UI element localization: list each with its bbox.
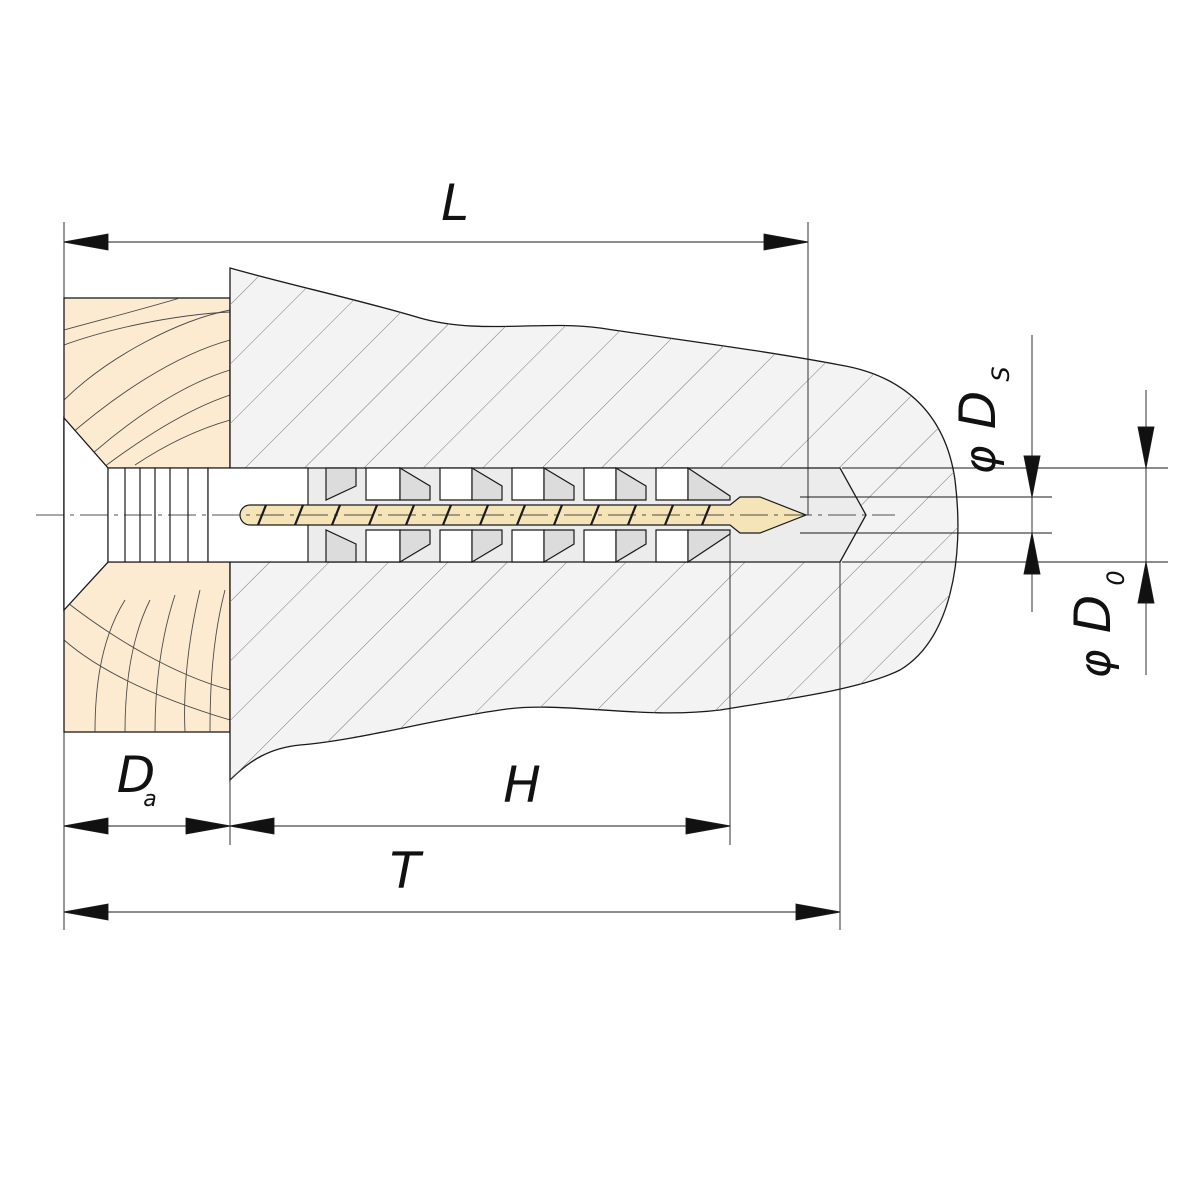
dim-Da-label: D a <box>117 746 157 812</box>
dimension-lines <box>63 233 1155 921</box>
dim-L-arrow-end <box>763 233 809 251</box>
dim-Ds-phi: φ <box>955 445 1006 474</box>
dim-Ds-label: φ D S <box>949 366 1015 474</box>
dim-D0-label: φ D 0 <box>1064 570 1130 678</box>
dim-Ds-sub: S <box>987 366 1015 381</box>
dim-D0-sub: 0 <box>1102 570 1130 585</box>
dim-L-label: L <box>441 174 469 232</box>
dim-Da-sub: a <box>143 787 156 812</box>
dim-L-arrow-start <box>63 233 109 251</box>
extension-lines <box>63 222 1168 930</box>
dim-Da-main: D <box>117 746 156 804</box>
dim-D0-phi: φ <box>1070 649 1121 678</box>
dim-D0-main: D <box>1064 595 1122 634</box>
wood-grain <box>64 298 230 732</box>
dim-Ds-main: D <box>949 391 1007 430</box>
dim-H-label: H <box>503 756 541 814</box>
dim-T-label: T <box>390 842 424 900</box>
